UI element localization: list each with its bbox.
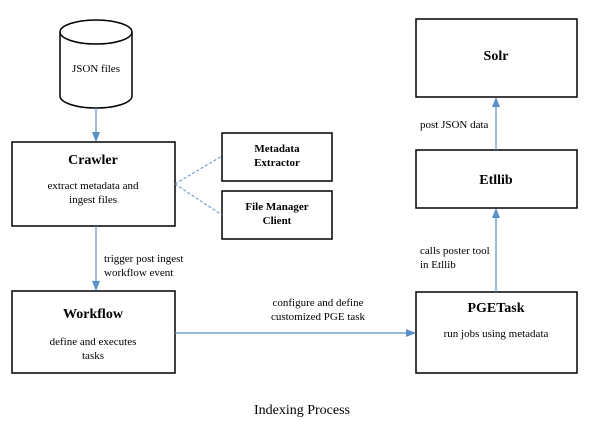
figure-caption: Indexing Process [254,403,350,418]
etllib-title: Etllib [479,173,513,188]
etllib-solr-label: post JSON data [420,119,489,131]
solr-title: Solr [484,49,509,64]
solr-box [415,18,578,98]
crawler-desc-line-2: ingest files [69,194,117,206]
json-files-database: JSON files [59,19,133,109]
workflow-title: Workflow [63,307,124,322]
cylinder-top [59,19,133,45]
workflow-desc-line-1: define and executes [50,336,137,348]
file-manager-client-line-2: Client [263,215,292,227]
workflow-desc-line-2: tasks [82,350,104,362]
json-files-label: JSON files [72,63,120,75]
metadata-extractor-box [221,132,333,182]
cylinder-body [59,32,133,109]
pgetask-title: PGETask [467,301,524,316]
crawler-title: Crawler [68,153,118,168]
workflow-pgetask-label-line-1: configure and define [272,297,363,309]
etllib-node: Etllib [415,149,578,209]
pgetask-node: PGETask run jobs using metadata [415,291,578,374]
pgetask-etllib-label-line-1: calls poster tool [420,245,490,257]
crawler-file-manager-link [174,183,223,216]
file-manager-client-box [221,190,333,240]
file-manager-client-node: File Manager Client [221,190,333,240]
etllib-box [415,149,578,209]
crawler-workflow-label-line-1: trigger post ingest [104,253,183,265]
pgetask-etllib-label-line-2: in Etllib [420,259,456,271]
workflow-node: Workflow define and executes tasks [11,290,176,374]
pgetask-desc-line-1: run jobs using metadata [444,328,549,340]
crawler-metadata-extractor-link [174,155,223,185]
crawler-box [11,141,176,227]
crawler-workflow-label-line-2: workflow event [104,267,173,279]
crawler-desc-line-1: extract metadata and [47,180,139,192]
solr-node: Solr [415,18,578,98]
workflow-box [11,290,176,374]
metadata-extractor-line-2: Extractor [254,157,300,169]
pgetask-box [415,291,578,374]
metadata-extractor-line-1: Metadata [254,143,300,155]
file-manager-client-line-1: File Manager [245,201,308,213]
metadata-extractor-node: Metadata Extractor [221,132,333,182]
crawler-node: Crawler extract metadata and ingest file… [11,141,176,227]
workflow-pgetask-label-line-2: customized PGE task [271,311,366,323]
